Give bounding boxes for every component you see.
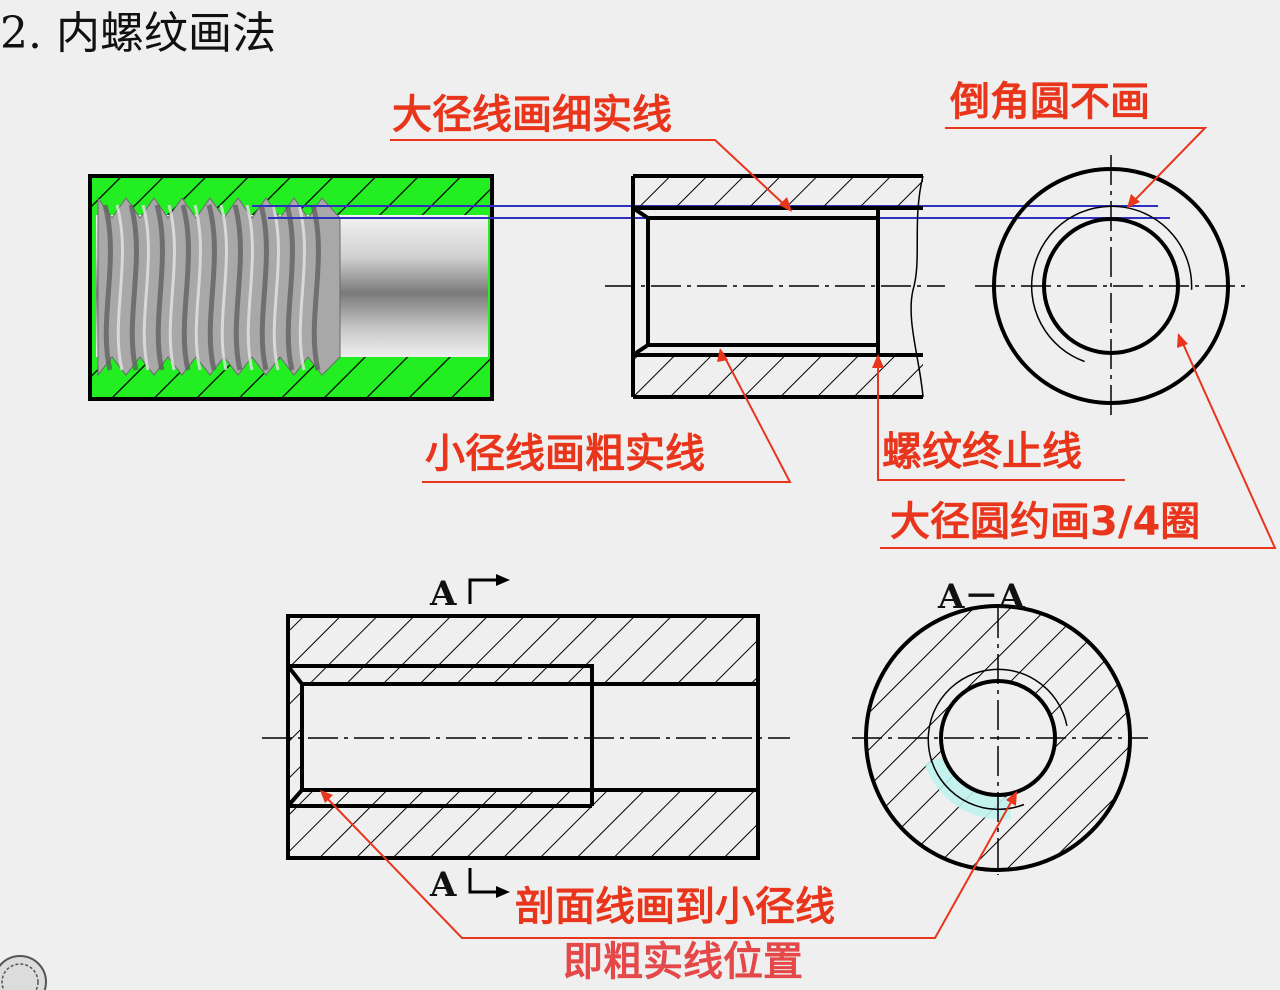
lower-section-view (262, 574, 790, 898)
thread-helix (97, 196, 341, 377)
section-mark-top: A (430, 574, 457, 614)
label-chamfer: 倒角圆不画 (950, 79, 1150, 125)
section-front-view (605, 174, 945, 399)
section-aa-view (852, 604, 1148, 875)
end-view-circles (975, 155, 1248, 420)
label-minor-thick: 小径线画粗实线 (425, 431, 705, 477)
leader-lines (321, 127, 1277, 939)
label-major-thin: 大径线画细实线 (392, 92, 672, 138)
leader-arrows (320, 194, 1188, 806)
label-thread-end: 螺纹终止线 (882, 429, 1082, 475)
label-major-circle: 大径圆约画3/4圈 (890, 499, 1201, 545)
page-title: 2. 内螺纹画法 (0, 8, 276, 59)
label-hatch-to-minor: 剖面线画到小径线 (515, 884, 835, 930)
thread-cutaway-view (88, 174, 494, 401)
logo-seal (0, 955, 47, 990)
label-thick-position: 即粗实线位置 (563, 939, 803, 985)
section-mark-bottom: A (430, 865, 457, 905)
section-name: A－A (938, 577, 1025, 617)
